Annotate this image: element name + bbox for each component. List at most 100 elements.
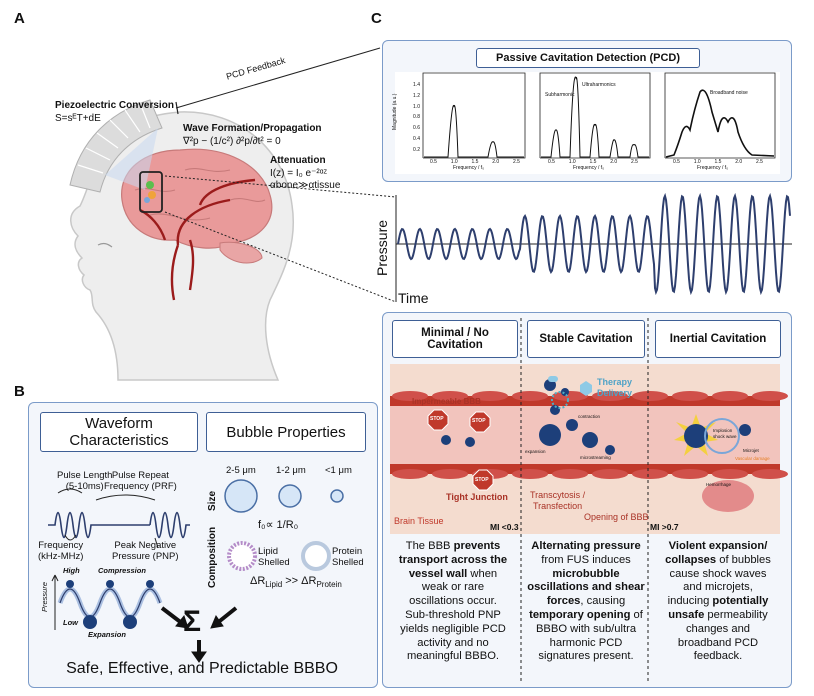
stop-sign-2: STOP [472,418,486,424]
lipid-label-2: Shelled [258,557,290,568]
col-title-inertial: Inertial Cavitation [669,333,767,345]
size-medium: 1-2 μm [276,465,306,476]
stop-sign-1: STOP [430,416,444,422]
pcd-header: Passive Cavitation Detection (PCD) [476,48,700,68]
desc-text: of bubbles [716,553,771,566]
brain-tissue-label: Brain Tissue [394,516,444,526]
xtick: 2.0 [492,159,500,165]
piezo-equation: S=sᴱT+dE [55,113,101,124]
attenuation-title: Attenuation [270,155,326,166]
xtick: 0.5 [430,159,437,165]
spec3-xlabel: Frequency / f₀ [697,165,729,171]
delta-r: ΔR [250,575,266,587]
expansion-label: Expansion [88,630,126,639]
ytick: 1.0 [413,103,420,110]
prf: Pulse Repeat Frequency (PRF) [104,470,177,492]
pulse-length: Pulse Length (5-10ms) [57,470,112,492]
contraction-annotation: contraction [578,414,601,419]
xtick: 2.0 [735,159,743,165]
ytick: 0.4 [413,135,420,142]
panel-label-a: A [14,10,25,27]
pcd-title: Passive Cavitation Detection (PCD) [496,52,680,64]
high-label: High [63,566,80,575]
desc-text: cause shock waves [669,567,767,580]
col-header-minimal: Minimal / No Cavitation [392,320,518,358]
desc-text: harmonic PCD [549,636,623,649]
lipid-label: Lipid [258,546,279,557]
desc-stable: Alternating pressure from FUS induces mi… [522,540,650,664]
spec2-xlabel: Frequency / f₀ [573,165,605,171]
opening-bbb-label: Opening of BBB [584,512,649,522]
desc-text: oscillations occur. [409,595,497,608]
xtick: 2.0 [610,159,618,165]
desc-bold: forces [546,595,581,608]
delta-mid: >> ΔR [282,575,317,587]
col-header-stable: Stable Cavitation [527,320,645,358]
xtick: 1.5 [589,159,597,165]
transcytosis-line-1: Transcytosis / [530,490,586,500]
xtick: 1.5 [471,159,479,165]
desc-text: Sub-threshold PNP [405,608,501,621]
xtick: 2.5 [631,159,638,165]
low-label: Low [63,618,78,627]
impermeable-label: Impermeable BBB [412,397,481,406]
prf-label-2: Frequency (PRF) [104,481,177,492]
xtick: 0.5 [548,159,555,165]
panel-b-footer: Safe, Effective, and Predictable BBBO [66,660,338,677]
head-illustration [69,47,397,381]
brain [121,148,273,249]
panel-label-b: B [14,383,25,400]
desc-bold: prevents [453,540,501,552]
cerebral-vessels [139,178,256,301]
col-title-stable: Stable Cavitation [539,333,633,345]
desc-text: The BBB [405,540,454,552]
implosion-label: Implosion shock wave [713,428,737,440]
piezo-title: Piezoelectric Conversion [55,100,174,111]
mi-high-label: MI >0.7 [650,522,679,532]
protein-label: Protein [332,546,363,557]
attenuation-relation: αbone≫αtissue [270,180,341,191]
desc-bold: temporary opening [529,608,631,621]
mi-low-label: MI <0.3 [490,522,519,532]
delta-sub-protein: Protein [316,580,342,590]
bubble-header: Bubble Properties [206,412,366,452]
frequency: Frequency (kHz-MHz) [38,540,83,562]
col-header-inertial: Inertial Cavitation [655,320,781,358]
desc-text: activity and no [417,636,489,649]
pulse-length-value: (5-10ms) [65,481,104,492]
xtick: 1.0 [693,159,701,165]
desc-inertial: Violent expansion/ collapses of bubbles … [652,540,784,664]
desc-text: broadband PCD [677,636,759,649]
resonance-equation: f₀∝ 1/R₀ [258,519,299,531]
desc-text: inducing [667,595,713,608]
size-small: <1 μm [325,465,352,476]
broadband-annotation: Broadband noise [710,90,748,96]
desc-text: meaningful BBBO. [406,650,500,663]
pnp: Peak Negative Pressure (PNP) [112,540,179,562]
desc-text: feedback. [693,650,743,663]
desc-bold: Violent expansion/ [668,540,768,552]
desc-text: changes and [685,622,751,635]
col-title-minimal: Minimal / No Cavitation [421,327,489,351]
desc-text: of [630,608,643,621]
desc-text: weak or rare [421,581,485,594]
expansion-annotation: expansion [525,449,546,454]
desc-text: from FUS induces [541,553,631,566]
lipid-shelled: Lipid Shelled [258,546,290,568]
wave-equation: ∇²p − (1/c²) ∂²p/∂t² = 0 [183,136,281,147]
waveform-header: Waveform Characteristics [40,412,198,452]
ultraharmonics-annotation: Ultraharmonics [582,82,616,88]
size-large: 2-5 μm [226,465,256,476]
spec1-yticks: 1.4 1.2 1.0 0.8 0.6 0.4 0.2 [396,80,420,156]
xtick: 2.5 [756,159,763,165]
stop-sign-3: STOP [475,477,489,483]
attenuation-equation: I(z) = I₀ e⁻²ᵅᶻ [270,168,328,179]
focal-region [139,171,163,213]
subharmonic-annotation: Subharmonic [545,92,575,98]
transcytosis-line-2: Transfection [532,501,583,511]
